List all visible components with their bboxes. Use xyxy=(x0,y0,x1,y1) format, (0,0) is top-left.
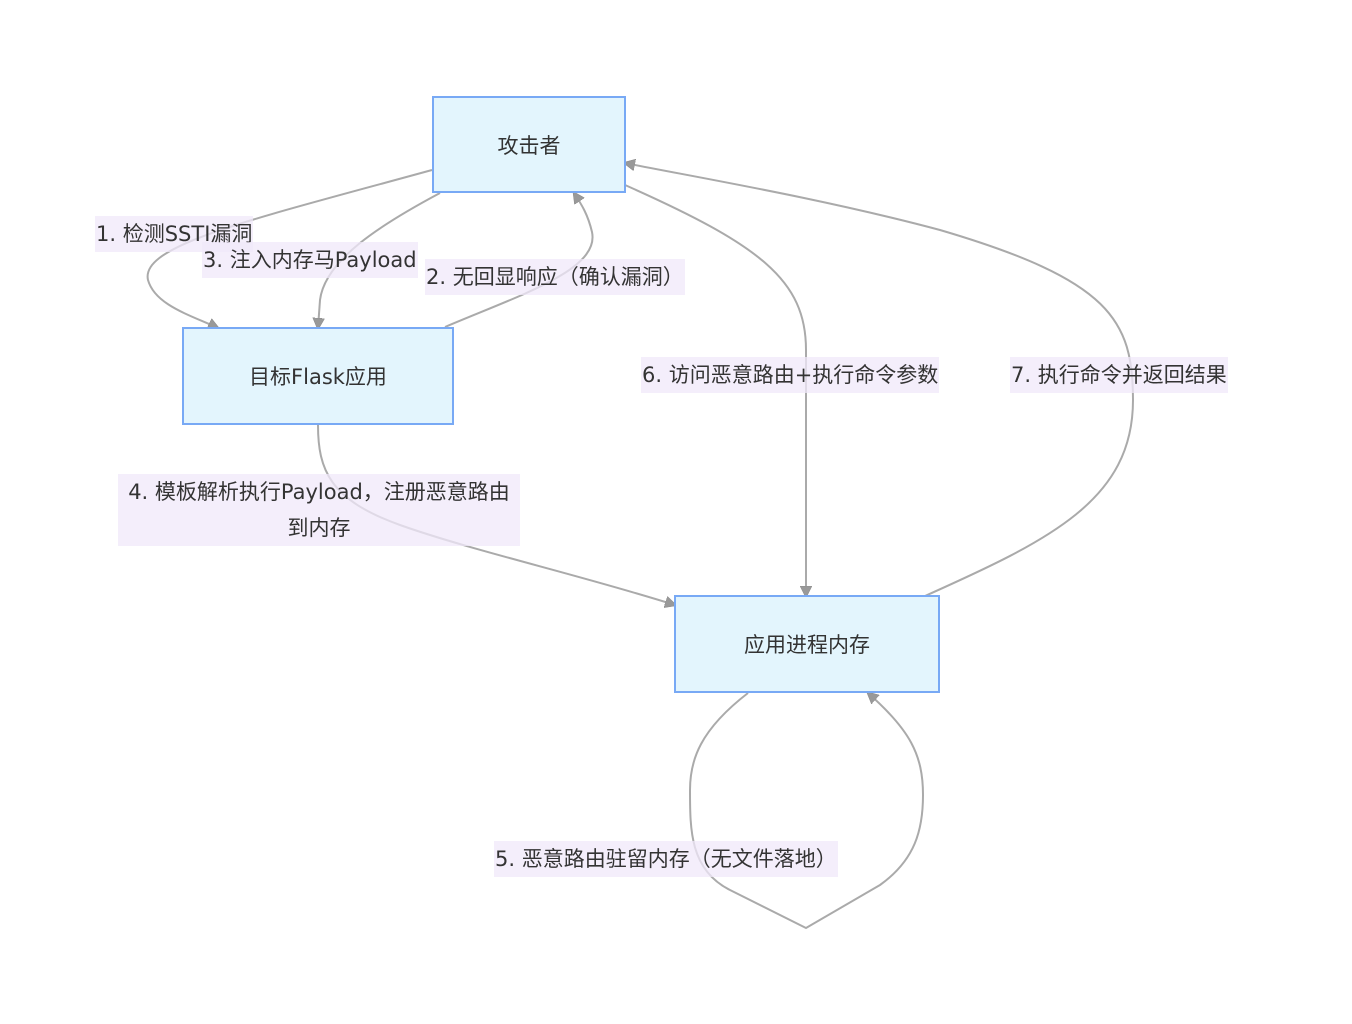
edge-label-2: 2. 无回显响应（确认漏洞） xyxy=(425,259,685,295)
edge-label-6: 6. 访问恶意路由+执行命令参数 xyxy=(641,357,940,393)
node-attacker[interactable]: 攻击者 xyxy=(432,96,626,193)
edge-5-memory-self-loop xyxy=(688,693,925,930)
edge-2-flask-to-attacker xyxy=(444,193,594,328)
edge-label-4: 4. 模板解析执行Payload，注册恶意路由到内存 xyxy=(118,474,520,546)
node-process-memory[interactable]: 应用进程内存 xyxy=(674,595,940,693)
edge-6-attacker-to-memory xyxy=(624,184,806,596)
node-attacker-label: 攻击者 xyxy=(497,133,561,158)
node-flask-app-label: 目标Flask应用 xyxy=(249,365,387,389)
edge-label-7: 7. 执行命令并返回结果 xyxy=(1010,357,1228,393)
node-flask-app[interactable]: 目标Flask应用 xyxy=(182,327,454,425)
node-process-memory-label: 应用进程内存 xyxy=(744,633,870,657)
edge-label-5: 5. 恶意路由驻留内存（无文件落地） xyxy=(494,841,838,877)
edge-label-3: 3. 注入内存马Payload xyxy=(202,242,418,278)
edge-1-attacker-to-flask xyxy=(146,169,433,328)
edge-7-memory-to-attacker xyxy=(625,163,1135,597)
